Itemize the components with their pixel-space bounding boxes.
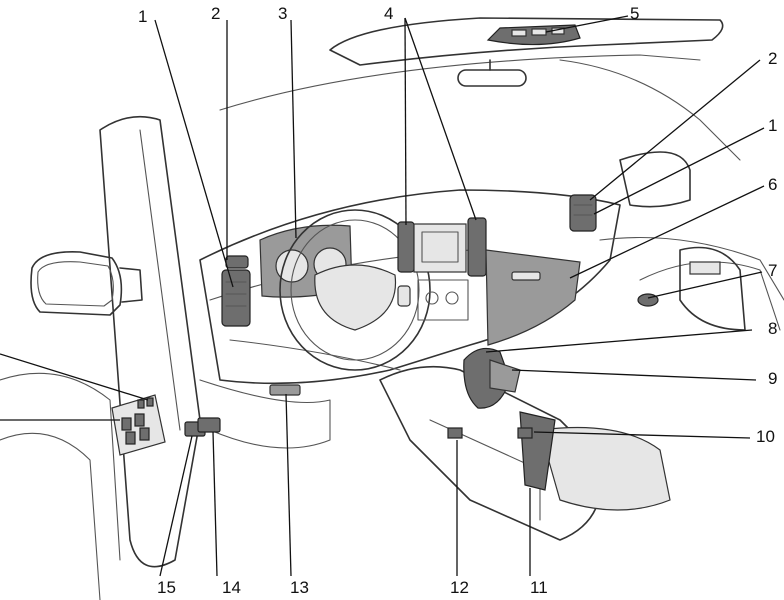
- console-switches: [447, 427, 533, 439]
- door-switch-panel: [111, 394, 166, 456]
- callout-3: 3: [278, 4, 287, 23]
- left-a-pillar: [0, 115, 201, 600]
- callout-11: 11: [530, 578, 548, 597]
- callout-9: 9: [768, 369, 777, 388]
- shift-lever: [463, 347, 521, 409]
- callout-6: 6: [768, 175, 777, 194]
- callout-15: 15: [157, 578, 176, 597]
- left-side-defog-vent: [225, 255, 249, 269]
- callout-5: 5: [630, 4, 639, 23]
- callout-2-right: 2: [768, 49, 777, 68]
- left-air-vent: [221, 269, 251, 327]
- center-air-vents: [397, 217, 487, 277]
- callout-1-right: 1: [768, 116, 777, 135]
- callout-8: 8: [768, 319, 777, 338]
- steering-wheel: [279, 209, 431, 371]
- callout-13: 13: [290, 578, 309, 597]
- left-side-mirror: [30, 251, 143, 316]
- callout-14: 14: [222, 578, 241, 597]
- leader-lines: [0, 15, 765, 577]
- lower-dash-switches: [197, 384, 301, 433]
- callout-7: 7: [768, 261, 777, 280]
- transfer-lever: [519, 411, 556, 491]
- callout-labels: 1 2 3 4 5 2 1 6 7 8 9 10 11 12 13 14 15: [138, 4, 777, 597]
- right-air-vent: [569, 194, 597, 232]
- right-door: [599, 151, 784, 331]
- rearview-mirror: [457, 59, 527, 87]
- glove-box: [485, 249, 581, 346]
- center-console: [379, 365, 671, 541]
- callout-10: 10: [756, 427, 775, 446]
- callout-2-left: 2: [211, 4, 220, 23]
- center-stack: [413, 223, 469, 321]
- windshield-frame: [219, 17, 741, 161]
- callout-4: 4: [384, 4, 393, 23]
- callout-1-left: 1: [138, 7, 147, 26]
- callout-12: 12: [450, 578, 469, 597]
